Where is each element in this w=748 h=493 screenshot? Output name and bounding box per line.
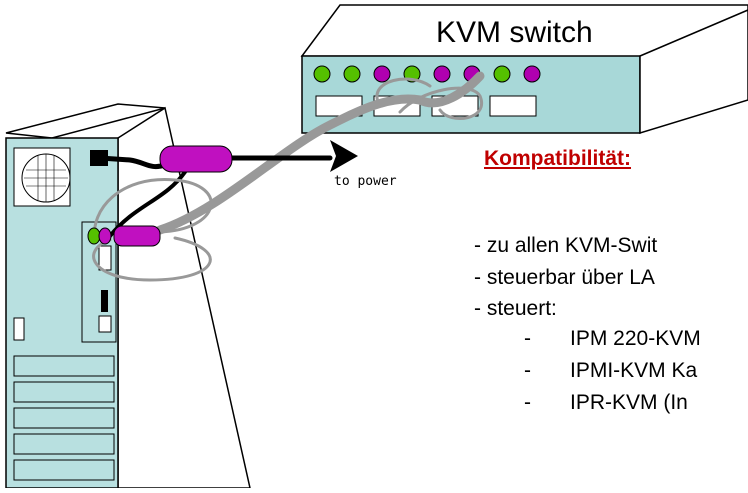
fan-grille	[24, 154, 68, 202]
magenta-port-icon	[98, 227, 112, 245]
sub-item-text: IPR-KVM (In	[570, 391, 688, 414]
bullet-item: - zu allen KVM-Swit	[474, 234, 658, 257]
parallel-port-icon	[101, 290, 108, 312]
sub-item: - IPMI-KVM Ka	[524, 359, 697, 383]
ps2-plug-icon	[113, 225, 161, 247]
kvm-led-icon	[433, 65, 451, 83]
grey-loop-cable-1	[92, 178, 213, 242]
compatibility-heading: Kompatibilität:	[484, 147, 631, 170]
kvm-main-cable	[155, 94, 425, 235]
kvm-switch-side	[639, 9, 748, 135]
vga-port-icon	[98, 315, 112, 333]
green-port-icon	[87, 227, 101, 245]
kvm-switch	[300, 4, 748, 135]
kvm-loop-cable-1	[398, 86, 484, 120]
to-power-label: to power	[334, 174, 397, 189]
kvm-led-icon	[313, 65, 331, 83]
power-socket-icon	[90, 150, 108, 166]
kvm-port-icon	[489, 95, 537, 117]
sub-item-text: IPM 220-KVM	[570, 327, 701, 350]
kvm-switch-label: KVM switch	[436, 16, 593, 49]
bullet-item: - steuerbar über LA	[474, 266, 655, 289]
serial-port-icon	[98, 245, 112, 271]
sub-item-dash: -	[524, 391, 531, 414]
kvm-led-icon	[343, 65, 361, 83]
sub-item-text: IPMI-KVM Ka	[570, 359, 698, 382]
front-port-icon	[13, 317, 25, 341]
sub-item-dash: -	[524, 327, 531, 350]
sub-item: - IPR-KVM (In	[524, 391, 688, 415]
sub-item: - IPM 220-KVM	[524, 327, 701, 351]
grey-loop-cable-2	[92, 236, 212, 282]
kvm-led-icon	[523, 65, 541, 83]
sub-item-dash: -	[524, 359, 531, 382]
expansion-slots	[13, 355, 115, 481]
kvm-led-icon	[373, 65, 391, 83]
kvm-led-row	[313, 65, 541, 83]
kvm-led-icon	[493, 65, 511, 83]
kvm-loop-cable-2	[375, 77, 432, 104]
bullet-item: - steuert:	[474, 297, 557, 320]
power-cable	[97, 155, 168, 170]
cables	[92, 71, 485, 282]
power-arrow-icon	[330, 140, 358, 172]
power-adapter-icon	[159, 145, 233, 173]
kvm-main-cable-end	[415, 71, 485, 108]
